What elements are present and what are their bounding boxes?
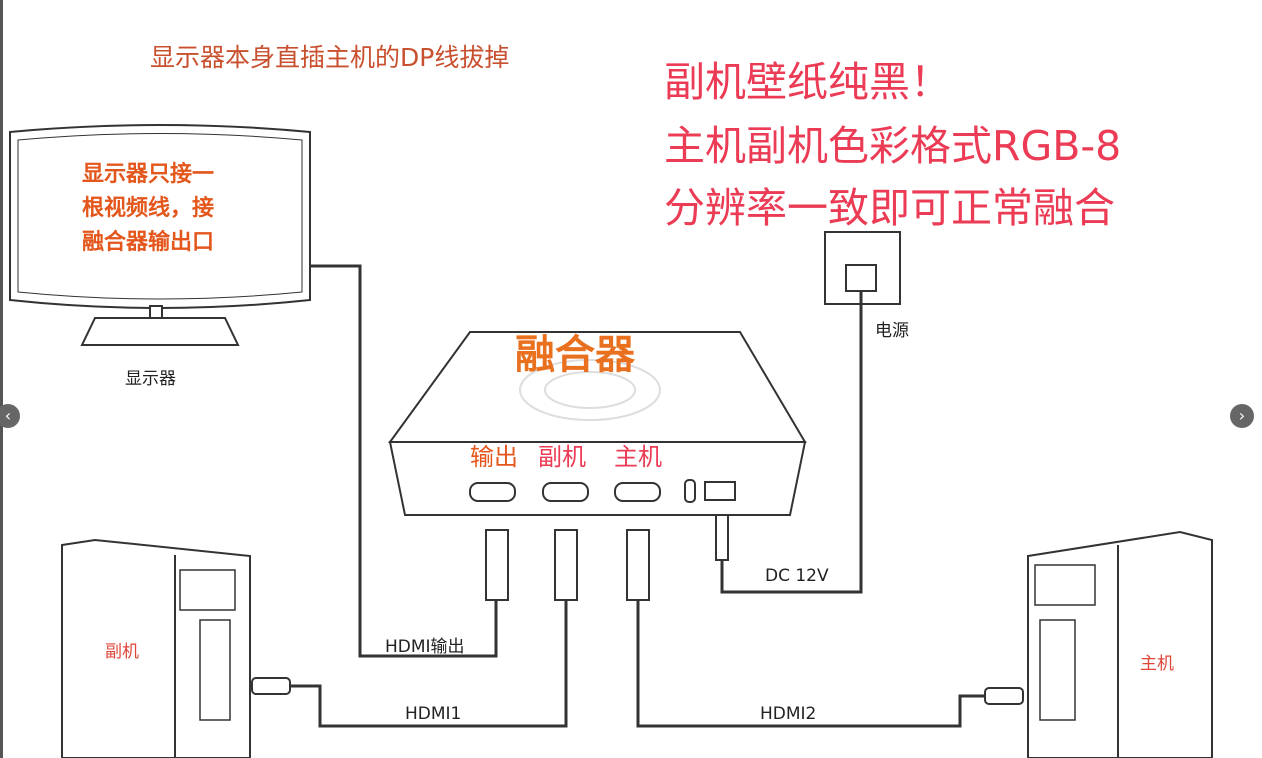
fuser-name: 融合器 bbox=[515, 332, 635, 378]
cable-hdmi1 bbox=[290, 600, 568, 728]
pc-primary-label: 主机 bbox=[1140, 654, 1174, 674]
monitor-text-1: 显示器只接一 bbox=[82, 162, 215, 187]
prev-image-button[interactable]: ‹ bbox=[0, 404, 20, 428]
monitor-base bbox=[80, 317, 240, 346]
port-output-label: 输出 bbox=[470, 443, 518, 471]
monitor-text-2: 根视频线，接 bbox=[82, 196, 215, 221]
monitor-text-3: 融合器输出口 bbox=[82, 230, 215, 255]
pc-secondary-label: 副机 bbox=[105, 642, 139, 662]
port-primary-label: 主机 bbox=[614, 443, 662, 471]
note-line-2: 主机副机色彩格式RGB-8 bbox=[664, 122, 1122, 170]
monitor-label: 显示器 bbox=[125, 369, 176, 389]
fuser-front bbox=[388, 441, 807, 516]
note-line-3: 分辨率一致即可正常融合 bbox=[664, 184, 1115, 232]
next-image-button[interactable]: › bbox=[1230, 404, 1254, 428]
cable-output bbox=[310, 264, 498, 658]
pc-primary bbox=[1027, 530, 1213, 758]
plug-hdmi2 bbox=[626, 529, 650, 601]
cable-hdmi1-label: HDMI1 bbox=[405, 704, 462, 724]
monitor-screen bbox=[9, 124, 311, 309]
cable-hdmi2-label: HDMI2 bbox=[760, 704, 817, 724]
plug-output bbox=[485, 529, 509, 601]
plug-hdmi1 bbox=[554, 529, 578, 601]
port-secondary-label: 副机 bbox=[538, 443, 586, 471]
cable-output-label: HDMI输出 bbox=[385, 637, 465, 657]
dc-label: DC 12V bbox=[765, 566, 829, 586]
cable-hdmi2 bbox=[636, 600, 1000, 728]
power-label: 电源 bbox=[875, 321, 909, 341]
diagram-title: 显示器本身直插主机的DP线拔掉 bbox=[150, 43, 510, 72]
viewer-edge bbox=[0, 0, 3, 758]
note-line-1: 副机壁纸纯黑！ bbox=[664, 58, 951, 106]
pc-secondary bbox=[61, 538, 251, 758]
